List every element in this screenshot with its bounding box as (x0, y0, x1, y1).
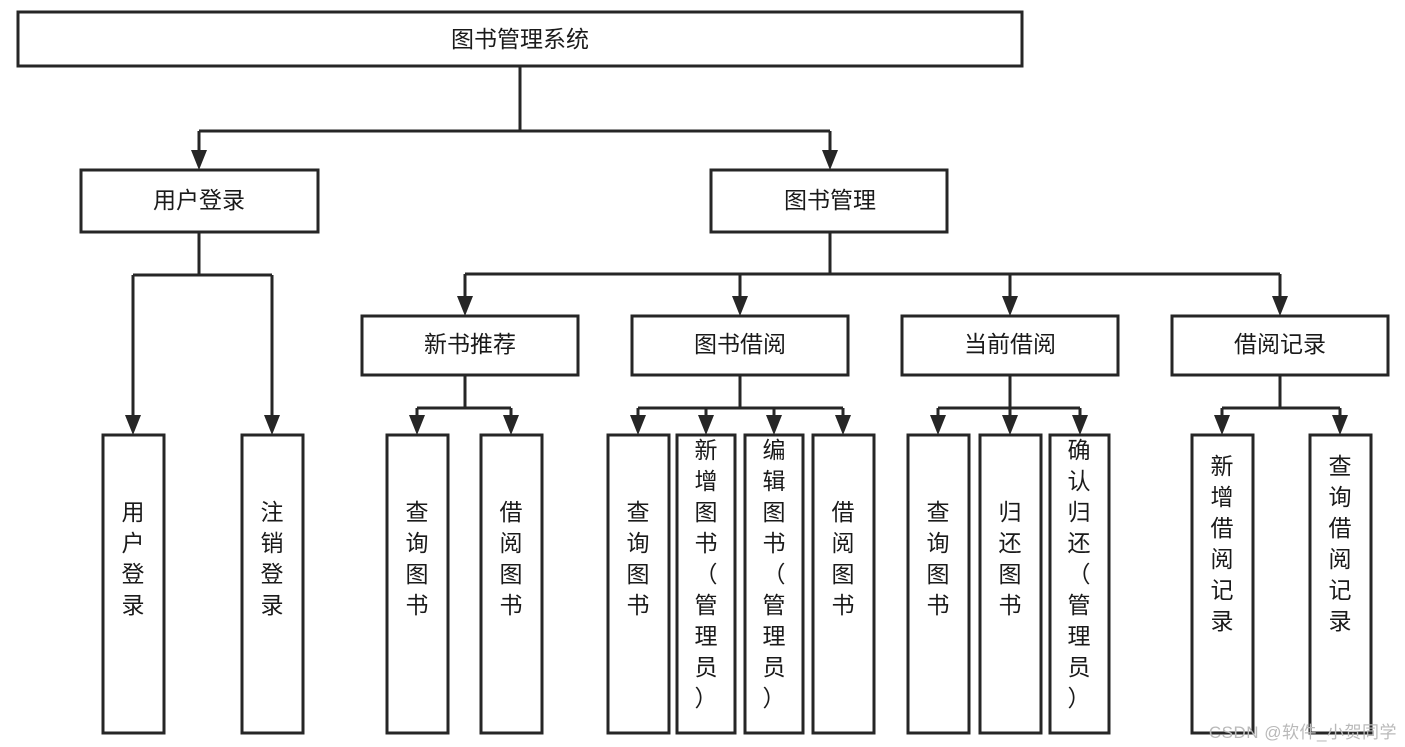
node-new-book-recommend-box[interactable] (360, 314, 580, 377)
arrow-to-user-login (191, 150, 207, 170)
leaf-user-login-logout-box[interactable] (240, 433, 305, 735)
leaf-new-book-query-box[interactable] (385, 433, 450, 735)
leaf-user-login-logout-label: 注销登录 (261, 499, 284, 618)
leaf-borrow-record-add[interactable]: 新增借阅记录 (1190, 433, 1255, 735)
leaf-current-borrow-query-box[interactable] (906, 433, 971, 735)
leaf-book-borrow-add[interactable]: 新增图书（管理员） (675, 433, 737, 735)
arrow-to-book-borrow (732, 296, 748, 316)
leaf-book-borrow-borrow-label: 借阅图书 (832, 499, 855, 618)
leaf-current-borrow-query-label: 查询图书 (927, 499, 950, 618)
connectors-book-borrow-to-leaves (630, 375, 851, 435)
leaf-book-borrow-edit-box[interactable] (743, 433, 805, 735)
connectors-book-manage-to-level3 (457, 232, 1288, 316)
arrow-borrow-record-leaf2 (1332, 415, 1348, 435)
csdn-watermark: CSDN @软件_小贺同学 (1208, 723, 1397, 742)
arrow-new-book-leaf1 (409, 415, 425, 435)
leaf-current-borrow-confirm-label: 确认归还（管理员） (1068, 437, 1091, 711)
node-book-borrow-box[interactable] (630, 314, 850, 377)
arrow-user-login-leaf1 (125, 415, 141, 435)
leaf-current-borrow-query[interactable]: 查询图书 (906, 433, 971, 735)
leaf-user-login-login-box[interactable] (101, 433, 166, 735)
leaf-new-book-borrow-box[interactable] (479, 433, 544, 735)
arrow-book-borrow-leaf3 (766, 415, 782, 435)
node-current-borrow[interactable]: 当前借阅 (900, 314, 1120, 377)
arrow-new-book-leaf2 (503, 415, 519, 435)
leaf-new-book-query-label: 查询图书 (406, 499, 429, 618)
leaf-book-borrow-edit-label: 编辑图书（管理员） (763, 437, 786, 711)
leaf-new-book-borrow[interactable]: 借阅图书 (479, 433, 544, 735)
node-book-manage-box[interactable] (709, 168, 949, 234)
leaf-borrow-record-add-box[interactable] (1190, 433, 1255, 735)
leaf-book-borrow-query-box[interactable] (606, 433, 671, 735)
arrow-to-borrow-record (1272, 296, 1288, 316)
arrow-current-borrow-leaf1 (930, 415, 946, 435)
node-borrow-record[interactable]: 借阅记录 (1170, 314, 1390, 377)
leaf-current-borrow-return-box[interactable] (978, 433, 1043, 735)
leaf-current-borrow-confirm-box[interactable] (1048, 433, 1111, 735)
arrow-to-current-borrow (1002, 296, 1018, 316)
connectors-borrow-record-to-leaves (1214, 375, 1348, 435)
leaf-book-borrow-borrow[interactable]: 借阅图书 (811, 433, 876, 735)
leaf-book-borrow-query[interactable]: 查询图书 (606, 433, 671, 735)
leaf-borrow-record-query[interactable]: 查询借阅记录 (1308, 433, 1373, 735)
arrow-to-new-book (457, 296, 473, 316)
connectors-root-to-level2 (191, 66, 838, 170)
node-root-system-box[interactable] (16, 10, 1024, 68)
arrow-borrow-record-leaf1 (1214, 415, 1230, 435)
leaf-user-login-login-label: 用户登录 (122, 499, 145, 618)
connectors-user-login-to-leaves (125, 232, 280, 435)
connectors-current-borrow-to-leaves (930, 375, 1088, 435)
leaf-book-borrow-edit[interactable]: 编辑图书（管理员） (743, 433, 805, 735)
leaf-book-borrow-query-label: 查询图书 (627, 499, 650, 618)
node-user-login[interactable]: 用户登录 (79, 168, 320, 234)
leaf-user-login-login[interactable]: 用户登录 (101, 433, 166, 735)
node-root-system-label: 图书管理系统 (451, 26, 589, 52)
node-book-borrow[interactable]: 图书借阅 (630, 314, 850, 377)
node-current-borrow-box[interactable] (900, 314, 1120, 377)
leaf-book-borrow-add-box[interactable] (675, 433, 737, 735)
leaf-borrow-record-add-label: 新增借阅记录 (1211, 453, 1234, 634)
arrow-user-login-leaf2 (264, 415, 280, 435)
arrow-current-borrow-leaf3 (1072, 415, 1088, 435)
node-new-book-recommend-label: 新书推荐 (424, 331, 516, 357)
node-new-book-recommend[interactable]: 新书推荐 (360, 314, 580, 377)
leaf-user-login-logout[interactable]: 注销登录 (240, 433, 305, 735)
arrow-book-borrow-leaf4 (835, 415, 851, 435)
node-current-borrow-label: 当前借阅 (964, 331, 1056, 357)
leaf-current-borrow-return[interactable]: 归还图书 (978, 433, 1043, 735)
leaf-new-book-borrow-label: 借阅图书 (500, 499, 523, 618)
connectors-new-book-to-leaves (409, 375, 519, 435)
leaf-new-book-query[interactable]: 查询图书 (385, 433, 450, 735)
leaf-current-borrow-return-label: 归还图书 (999, 499, 1022, 618)
node-book-borrow-label: 图书借阅 (694, 331, 786, 357)
node-book-manage-label: 图书管理 (784, 187, 876, 213)
node-user-login-label: 用户登录 (153, 187, 245, 213)
node-root-system[interactable]: 图书管理系统 (16, 10, 1024, 68)
arrow-current-borrow-leaf2 (1002, 415, 1018, 435)
arrow-book-borrow-leaf2 (698, 415, 714, 435)
leaf-borrow-record-query-box[interactable] (1308, 433, 1373, 735)
node-book-manage[interactable]: 图书管理 (709, 168, 949, 234)
arrow-to-book-manage (822, 150, 838, 170)
leaf-book-borrow-add-label: 新增图书（管理员） (695, 437, 718, 711)
arrow-book-borrow-leaf1 (630, 415, 646, 435)
node-borrow-record-box[interactable] (1170, 314, 1390, 377)
leaf-book-borrow-borrow-box[interactable] (811, 433, 876, 735)
node-borrow-record-label: 借阅记录 (1234, 331, 1326, 357)
leaf-current-borrow-confirm[interactable]: 确认归还（管理员） (1048, 433, 1111, 735)
leaf-borrow-record-query-label: 查询借阅记录 (1329, 453, 1352, 634)
node-user-login-box[interactable] (79, 168, 320, 234)
